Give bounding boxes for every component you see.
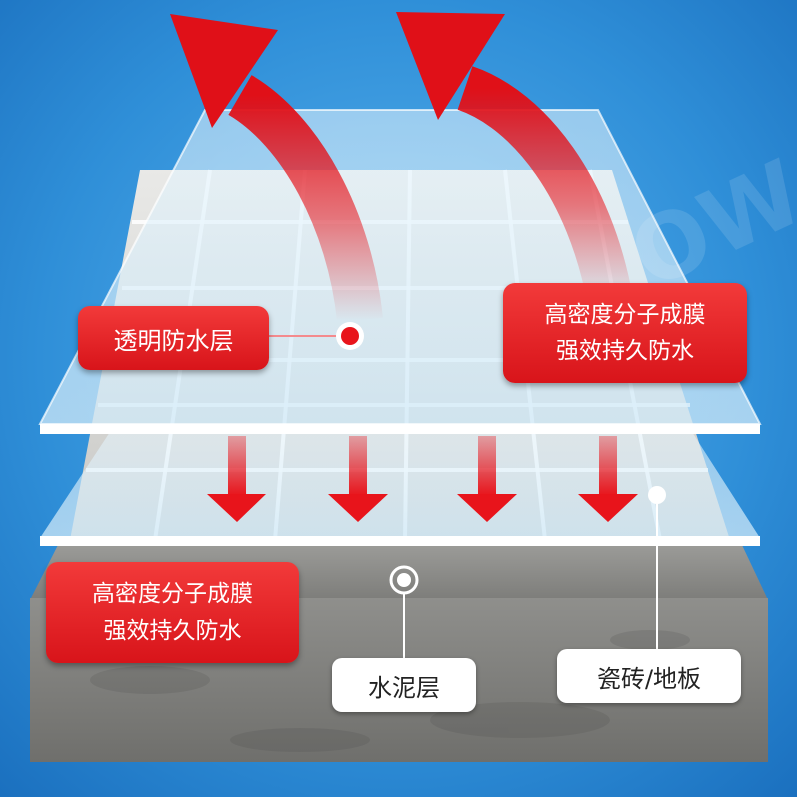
transparent-layer-pointer (268, 322, 364, 350)
label-text-line2: 强效持久防水 (556, 338, 694, 364)
water-block-arrow-1 (207, 436, 266, 522)
water-block-arrow-3 (457, 436, 517, 522)
moisture-escape-arrow-left (170, 14, 383, 323)
label-text: 水泥层 (368, 673, 440, 702)
label-tile-floor: 瓷砖/地板 (557, 649, 741, 703)
label-text: 透明防水层 (113, 326, 234, 355)
cement-layer-pointer (389, 565, 419, 660)
label-text: 瓷砖/地板 (596, 664, 702, 693)
label-text-line1: 高密度分子成膜 (92, 580, 253, 607)
label-film-lower: 高密度分子成膜 强效持久防水 (46, 562, 299, 663)
lower-waterproof-film (40, 432, 760, 546)
water-block-arrow-2 (328, 436, 388, 522)
tile-pointer (648, 486, 666, 650)
label-text-line2: 强效持久防水 (103, 617, 242, 644)
label-text-line1: 高密度分子成膜 (544, 302, 706, 328)
label-transparent-waterproof-layer: 透明防水层 (78, 306, 269, 370)
water-block-arrow-4 (578, 436, 638, 522)
label-cement-layer: 水泥层 (332, 658, 476, 712)
label-film-upper: 高密度分子成膜 强效持久防水 (503, 283, 747, 383)
moisture-escape-arrow-right (396, 12, 633, 305)
